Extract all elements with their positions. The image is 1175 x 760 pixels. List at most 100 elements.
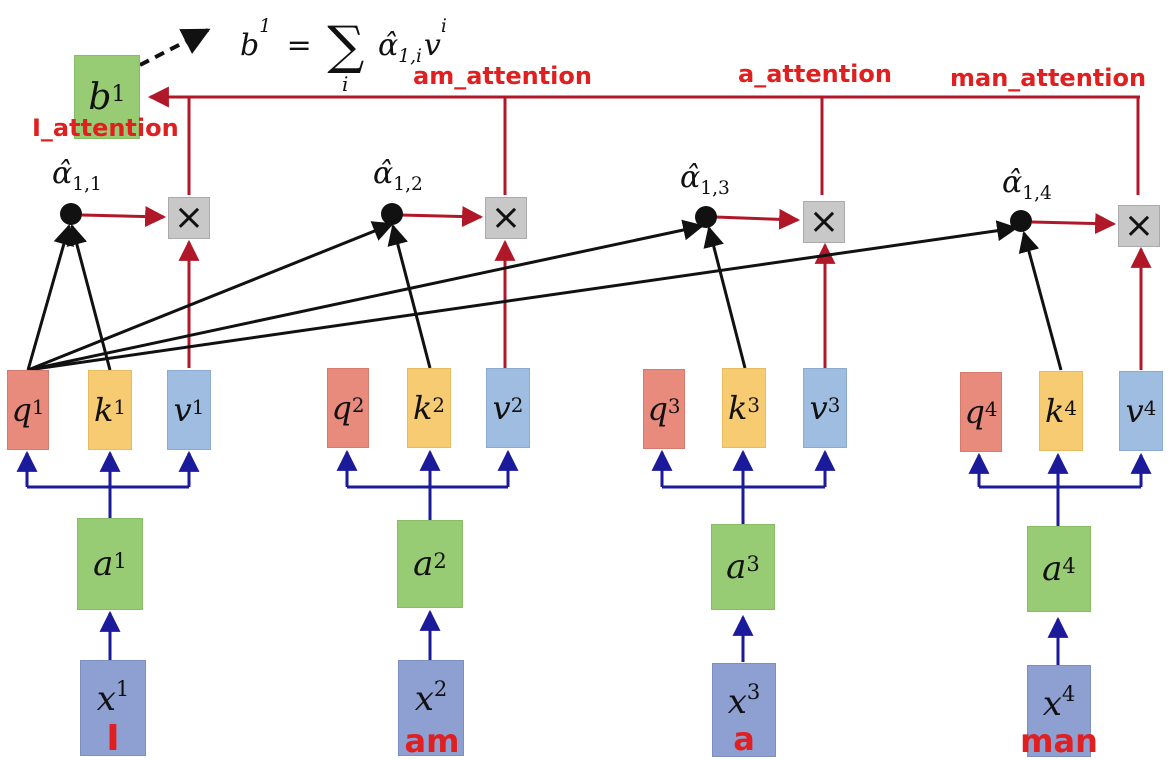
formula-term-v: v [423, 28, 441, 63]
value-sup: 1 [191, 395, 205, 419]
alpha-subscript: 1,2 [393, 174, 423, 195]
alpha-symbol: α̂ [52, 156, 73, 191]
i-attention-label: I_attention [32, 114, 179, 142]
input-sup: 2 [433, 675, 448, 701]
input-sup: 1 [115, 675, 130, 701]
input-sup: 4 [1061, 680, 1076, 706]
value-symbol: v [492, 389, 511, 427]
multiply-box-3: × [803, 201, 845, 243]
key-sup: 4 [1064, 396, 1077, 420]
embedding-symbol: a [1042, 549, 1063, 589]
key-symbol: k [1044, 392, 1065, 430]
embedding-symbol: a [726, 547, 747, 587]
input-symbol: x [1042, 684, 1062, 724]
formula-term-alpha: α̂ [377, 28, 399, 63]
key-sup: 3 [747, 393, 760, 417]
embedding-sup: 4 [1062, 553, 1076, 579]
input-symbol: x [414, 679, 434, 719]
multiply-box-1: × [168, 197, 210, 239]
key-symbol: k [412, 389, 433, 427]
multiply-box-4: × [1118, 205, 1160, 247]
alpha-symbol: α̂ [1002, 165, 1023, 200]
alpha-dot-1 [60, 203, 82, 225]
output-collector [147, 86, 1140, 195]
embedding-to-qkv-arrows [16, 449, 1152, 526]
value-sup: 2 [510, 393, 524, 417]
query-sup: 2 [351, 393, 365, 417]
query-sup: 4 [984, 397, 998, 421]
value-symbol: v [809, 389, 828, 427]
token-word-4: man [1020, 722, 1098, 760]
man-attention-label: man_attention [950, 64, 1147, 92]
alpha-subscript: 1,4 [1022, 183, 1052, 204]
query-symbol: q [647, 390, 668, 428]
output-b1-base: b [88, 76, 112, 118]
embedding-symbol: a [93, 544, 114, 584]
token-word-3: a [733, 720, 755, 758]
formula-sum-index: i [342, 72, 349, 96]
value-symbol: v [1125, 392, 1144, 430]
alpha-subscript: 1,3 [700, 178, 730, 199]
token-word-1: I [106, 718, 120, 759]
alpha-label-4: α̂1,4 [1002, 165, 1052, 204]
formula-equals: = [286, 28, 312, 63]
multiply-box-2: × [485, 197, 527, 239]
alpha-dot-2 [381, 203, 403, 225]
key-sup: 2 [432, 393, 445, 417]
output-b1-sup: 1 [111, 80, 126, 107]
input-to-embedding-arrows [99, 609, 1069, 665]
alpha-dot-4 [1010, 210, 1032, 232]
formula-lhs-sup: 1 [259, 16, 272, 37]
a-attention-label: a_attention [738, 60, 892, 88]
alpha-to-multiply-arrows [81, 206, 1117, 235]
alpha-label-1: α̂1,1 [52, 156, 102, 195]
formula-term-alpha-sub: 1,i [398, 46, 422, 67]
alpha-symbol: α̂ [373, 156, 394, 191]
query-sup: 3 [667, 394, 681, 418]
input-sup: 3 [746, 678, 761, 704]
input-symbol: x [727, 682, 747, 722]
value-symbol: v [173, 391, 192, 429]
alpha-subscript: 1,1 [72, 174, 102, 195]
formula-dashed-arrow [139, 28, 211, 67]
query-symbol: q [11, 391, 32, 429]
input-symbol: x [96, 679, 116, 719]
alpha-label-2: α̂1,2 [373, 156, 423, 195]
alpha-dot-3 [695, 206, 717, 228]
alpha-label-3: α̂1,3 [680, 160, 730, 199]
output-formula: b1 = ∑ i α̂1,ivi [240, 8, 500, 98]
alpha-symbol: α̂ [680, 160, 701, 195]
formula-lhs: b [240, 28, 260, 63]
token-word-2: am [404, 722, 460, 760]
embedding-sup: 2 [433, 548, 447, 574]
alpha-dots [60, 203, 1032, 232]
key-symbol: k [727, 389, 748, 427]
query-symbol: q [964, 393, 985, 431]
value-sup: 3 [827, 393, 841, 417]
score-arrows [26, 219, 1063, 372]
key-symbol: k [93, 391, 114, 429]
formula-term-v-sup: i [440, 16, 447, 37]
embedding-sup: 1 [113, 548, 127, 574]
embedding-symbol: a [413, 544, 434, 584]
